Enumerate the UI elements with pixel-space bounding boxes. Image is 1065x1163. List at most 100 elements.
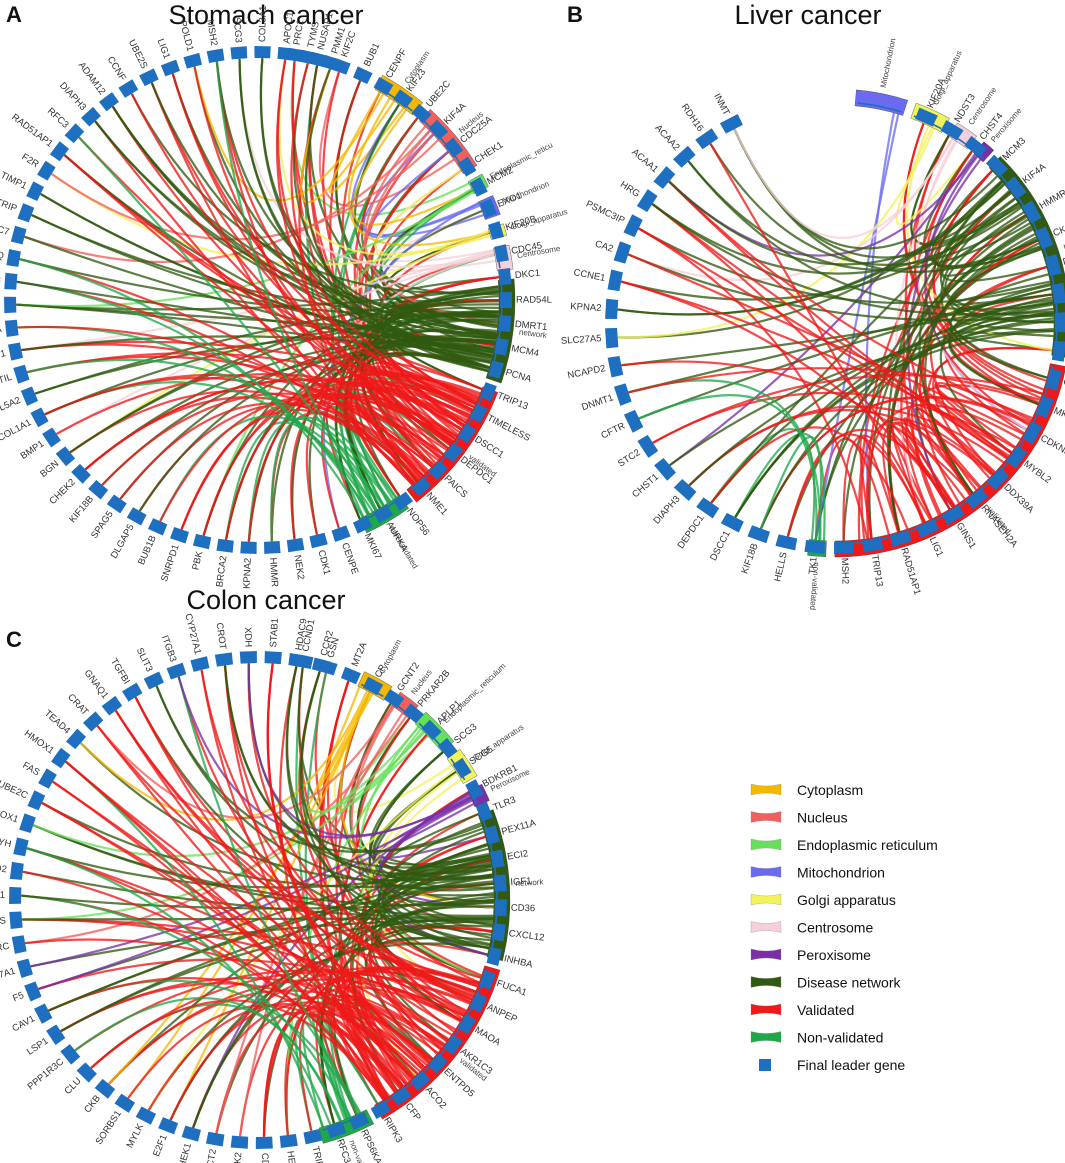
gene-label-msh2: MSH2 <box>204 19 219 47</box>
gene-label-ddx39a: DDX39A <box>1001 482 1036 516</box>
gene-marker-mcm3 <box>4 272 18 290</box>
gene-marker-clu <box>76 1062 97 1083</box>
gene-label-chek1: CHEK1 <box>175 1142 194 1163</box>
gene-label-cdkn1a: CDKN1A <box>259 1153 271 1163</box>
gene-marker-lsp1 <box>46 1024 66 1045</box>
gene-marker-hmox1 <box>51 747 71 769</box>
chord-polq-validated <box>19 258 435 465</box>
chord-psmc3ip-validated <box>638 227 869 539</box>
gene-label-mcm4: MCM4 <box>510 343 540 359</box>
gene-marker-tyms <box>300 49 319 65</box>
gene-label-nek2: NEK2 <box>291 554 306 580</box>
gene-label-rad51ap1: RAD51AP1 <box>898 547 922 597</box>
gene-marker-rfc3 <box>326 1121 347 1139</box>
gene-marker-snrpd1 <box>170 527 189 544</box>
gene-label-acaa2: ACAA2 <box>653 123 682 153</box>
chord-col7a1-peroxisome <box>30 797 472 968</box>
gene-label-mylk: MYLK <box>125 1121 147 1150</box>
gene-marker-mybl2 <box>1006 445 1028 469</box>
gene-marker-cdkn2a <box>1051 282 1065 304</box>
gene-marker-mcm3 <box>985 154 1009 178</box>
gene-marker-acaa1 <box>653 166 676 189</box>
gene-marker-f5 <box>24 981 42 1002</box>
gene-label-gins1: GINS1 <box>954 521 978 551</box>
gene-label-inhba: INHBA <box>503 953 534 971</box>
chord-msh2-validated <box>215 61 472 414</box>
gene-label-mcm3: MCM3 <box>1000 135 1028 162</box>
gene-marker-exo1 <box>479 198 497 218</box>
gene-marker-rdh16 <box>695 128 719 150</box>
gene-marker-lig1 <box>160 59 180 77</box>
gene-label-bgn: BGN <box>38 458 61 480</box>
legend-item-validated: Validated <box>750 1002 854 1018</box>
gene-marker-phyh <box>13 837 29 857</box>
gene-marker-stc2 <box>637 434 659 458</box>
gene-marker-hells <box>279 1133 298 1148</box>
gene-marker-kif4a <box>428 119 449 140</box>
gene-label-mt2a: MT2A <box>350 640 370 668</box>
gene-label-dkc1: DKC1 <box>514 268 540 281</box>
gene-marker-paics <box>428 460 449 481</box>
gene-marker-dkc1 <box>498 267 512 285</box>
gene-marker-trip13 <box>303 1128 323 1145</box>
gene-marker-cenpf <box>373 76 394 96</box>
group-marker-non-validated <box>322 1112 366 1131</box>
gene-marker-ppp1r3c <box>60 1044 81 1065</box>
legend-item-golgi-apparatus: Golgi apparatus <box>750 892 896 908</box>
chord-ppp1r3c-non-validated <box>74 996 342 1122</box>
gene-marker-cp <box>362 676 384 696</box>
gene-label-tlr3: TLR3 <box>492 795 518 814</box>
gene-marker-rfc3 <box>64 123 85 144</box>
gene-label-nop56: NOP56 <box>404 506 431 538</box>
gene-label-lig1: LIG1 <box>155 37 173 60</box>
gene-label-lsp1: LSP1 <box>25 1036 50 1058</box>
gene-marker-cftr <box>623 409 644 433</box>
gene-label-dtymk: DTYMK <box>1062 249 1065 268</box>
chord-crot-validated <box>223 665 472 1001</box>
legend-swatch-mitochondrion <box>750 866 782 878</box>
chord-depdc1-network <box>710 190 1010 504</box>
gene-label-chek1: CHEK1 <box>473 140 506 166</box>
gene-marker-cdc7 <box>10 225 27 245</box>
gene-marker-msh2 <box>206 48 225 63</box>
legend-label-validated: Validated <box>797 1002 854 1018</box>
gene-label-trip13: TRIP13 <box>310 1145 328 1163</box>
gene-label-ube2c: UBE2C <box>0 778 30 801</box>
chord-ube2c-network <box>41 802 493 888</box>
gene-marker-trip <box>17 203 35 223</box>
chord-ccne1-validated <box>620 280 954 508</box>
chord-hrg-validated <box>651 203 1010 457</box>
gene-label-pex11a: PEX11A <box>500 817 538 837</box>
gene-label-rdh16: RDH16 <box>679 102 706 134</box>
gene-marker-msh2 <box>833 541 855 554</box>
gene-label-aurka: AURKA <box>384 520 410 554</box>
chord-e2f1-validated <box>169 996 442 1121</box>
chord-gnaq1-validated <box>115 710 424 1070</box>
panel-title-stomach: Stomach cancer <box>168 0 363 30</box>
chord-cp-cytoplasm <box>317 690 374 790</box>
gene-label-msh2: MSH2 <box>839 558 851 585</box>
gene-marker-kif18b <box>747 525 770 544</box>
gene-label-paics: PAICS <box>442 473 470 500</box>
gene-label-cfp: CFP <box>403 1101 423 1123</box>
gene-label-cdc7: CDC7 <box>0 221 10 238</box>
chord-fas-validated <box>52 781 397 1093</box>
legend-item-mitochondrion: Mitochondrion <box>750 865 885 881</box>
chord-ccne1-network <box>620 203 1020 301</box>
legend-label-non-validated: Non-validated <box>797 1030 883 1046</box>
gene-label-fas: FAS <box>20 760 41 778</box>
chord-chst1-peroxisome <box>669 154 976 466</box>
gene-marker-gcnt2 <box>383 688 405 709</box>
group-label-network: network <box>1062 233 1065 251</box>
gene-marker-apoc1 <box>277 46 295 61</box>
gene-marker-f2r <box>37 160 56 181</box>
chord-rad51ap1-validated <box>63 154 439 461</box>
gene-marker-tk1 <box>804 539 826 554</box>
chord-ctss-network <box>21 917 494 921</box>
gene-marker-timeless <box>469 403 488 423</box>
chord-mcm2-cytoplasm <box>351 109 474 226</box>
gene-label-trip13: TRIP13 <box>869 554 885 588</box>
gene-marker-cdkn3 <box>1022 421 1043 445</box>
chord-acaa1-validated <box>668 180 1033 419</box>
chord-tk1-mitochondrion <box>814 113 900 542</box>
